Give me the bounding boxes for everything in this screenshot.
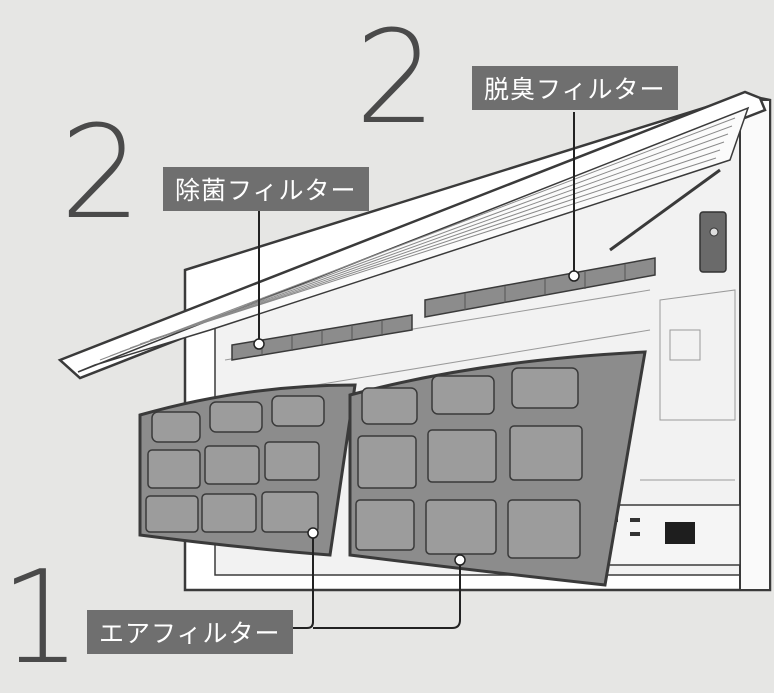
leader-lines <box>258 112 575 629</box>
step-number-sterilizing: 2 <box>60 99 142 248</box>
step-number-air: 1 <box>0 544 82 693</box>
front-panel <box>57 90 767 380</box>
sterilizing-filter-strip <box>231 314 413 361</box>
display-screen <box>665 522 695 544</box>
air-filter-label: エアフィルター <box>87 610 293 654</box>
leader-dots <box>253 270 580 566</box>
air-filter-right <box>348 350 647 587</box>
deodorizing-filter-strip <box>424 257 656 318</box>
air-filter-left <box>138 383 357 557</box>
control-switch-icon <box>699 211 727 273</box>
deodorizing-filter-label: 脱臭フィルター <box>472 66 678 110</box>
sterilizing-filter-label: 除菌フィルター <box>163 167 369 211</box>
step-number-deodorizing: 2 <box>355 4 437 153</box>
